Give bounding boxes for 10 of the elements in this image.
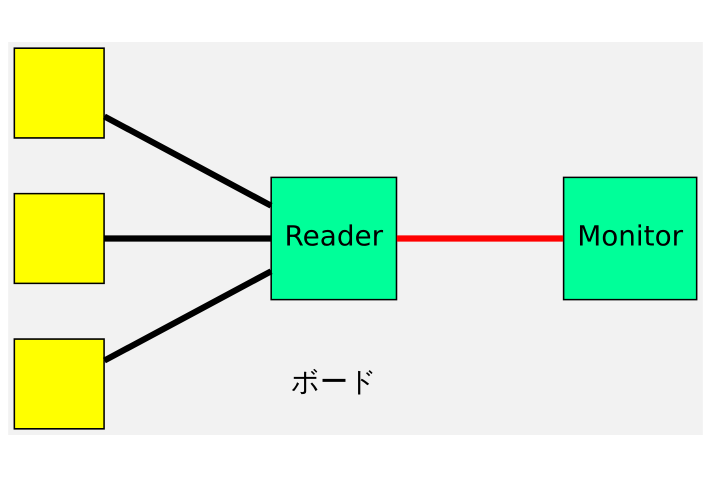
node-box: Monitor — [562, 176, 698, 300]
node-box — [14, 47, 105, 139]
connector — [102, 114, 273, 208]
node-box: Reader — [270, 176, 398, 300]
connector — [396, 235, 564, 242]
label: ボード — [290, 364, 377, 398]
connector — [102, 268, 273, 364]
node-box — [14, 338, 105, 430]
connector — [104, 235, 272, 242]
node-box — [14, 192, 105, 284]
